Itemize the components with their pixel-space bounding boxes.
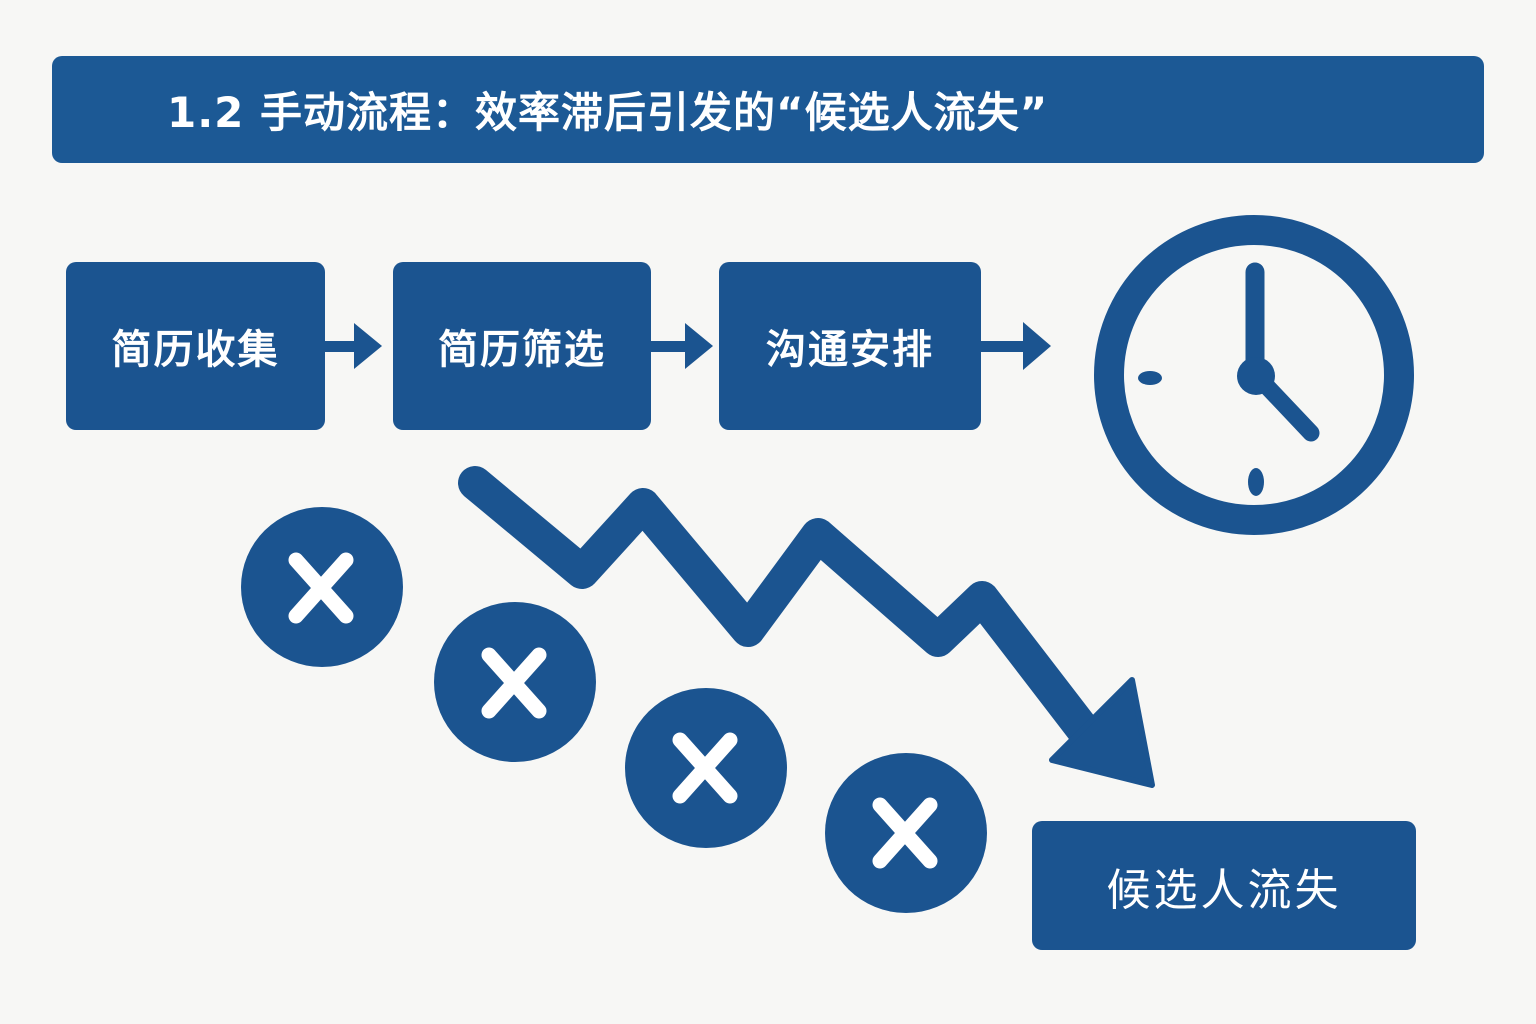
step-communication-scheduling: 沟通安排 xyxy=(719,262,981,430)
step-resume-screening: 简历筛选 xyxy=(393,262,651,430)
downward-zigzag-arrow-icon xyxy=(458,466,1155,788)
title-banner: 1.2 手动流程：效率滞后引发的“候选人流失” xyxy=(52,56,1484,163)
clock-icon xyxy=(1094,215,1414,535)
outcome-label: 候选人流失 xyxy=(1106,864,1342,916)
x-circle-icon xyxy=(241,507,403,667)
x-circle-icon xyxy=(625,688,787,848)
outcome-candidate-loss: 候选人流失 xyxy=(1032,821,1416,950)
step-resume-collection: 简历收集 xyxy=(66,262,325,430)
x-circle-icon xyxy=(434,602,596,762)
flow-arrow-icon xyxy=(981,322,1051,370)
flow-arrow-icon xyxy=(651,323,713,369)
flow-arrow-icon xyxy=(325,323,382,369)
x-circle-icon xyxy=(825,753,987,913)
step-label: 简历收集 xyxy=(111,327,280,373)
step-label: 简历筛选 xyxy=(438,327,606,373)
page-title: 1.2 手动流程：效率滞后引发的“候选人流失” xyxy=(167,88,1049,137)
step-label: 沟通安排 xyxy=(766,327,934,373)
